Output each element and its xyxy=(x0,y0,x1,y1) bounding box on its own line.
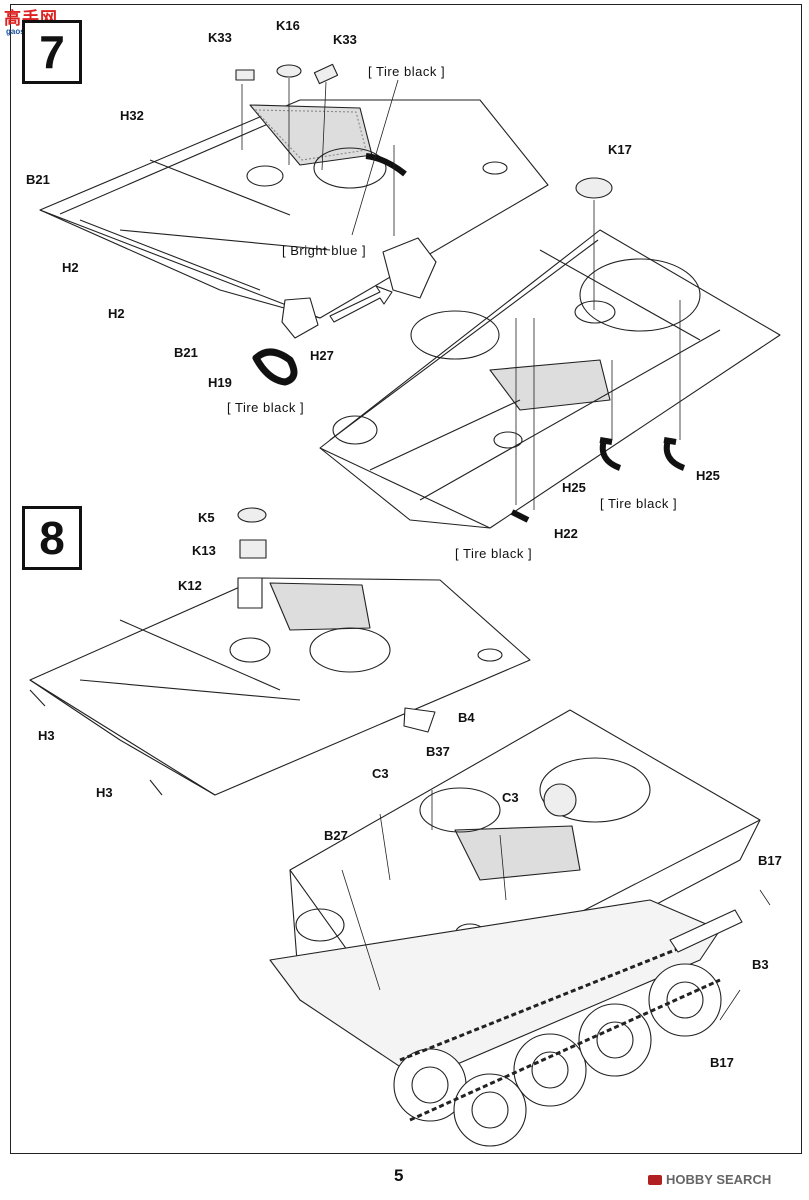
label-k13: K13 xyxy=(192,543,216,558)
note-tire-black-h19: [ Tire black ] xyxy=(227,400,305,415)
note-tire-black-top: [ Tire black ] xyxy=(368,64,446,79)
label-k33-right: K33 xyxy=(333,32,357,47)
label-h22: H22 xyxy=(554,526,578,541)
step8-deck xyxy=(29,577,531,796)
note-bright-blue: [ Bright blue ] xyxy=(282,243,367,258)
label-b17-top: B17 xyxy=(758,853,782,868)
label-h3-bottom: H3 xyxy=(96,785,113,800)
part-k33-left xyxy=(235,69,255,81)
label-b21-bottom: B21 xyxy=(174,345,198,360)
label-c3-right: C3 xyxy=(502,790,519,805)
page-frame xyxy=(10,4,802,1154)
label-b4: B4 xyxy=(458,710,475,725)
step-number-7: 7 xyxy=(22,20,82,84)
label-h27: H27 xyxy=(310,348,334,363)
step8-vehicle xyxy=(269,709,761,1147)
label-k16: K16 xyxy=(276,18,300,33)
watermark: HOBBY SEARCH xyxy=(648,1172,771,1187)
label-b17-bottom: B17 xyxy=(710,1055,734,1070)
label-h3-top: H3 xyxy=(38,728,55,743)
step7-deck-right xyxy=(319,229,781,529)
label-b27: B27 xyxy=(324,828,348,843)
page-number: 5 xyxy=(394,1166,404,1185)
label-h19: H19 xyxy=(208,375,232,390)
note-tire-black-h22: [ Tire black ] xyxy=(455,546,533,561)
hobby-search-logo-icon xyxy=(648,1174,662,1185)
label-h32: H32 xyxy=(120,108,144,123)
step7-deck-left xyxy=(39,99,549,319)
label-h2-left: H2 xyxy=(62,260,79,275)
note-tire-black-h25: [ Tire black ] xyxy=(600,496,678,511)
label-b3: B3 xyxy=(752,957,769,972)
label-k12: K12 xyxy=(178,578,202,593)
label-h25-left: H25 xyxy=(562,480,586,495)
label-b37: B37 xyxy=(426,744,450,759)
label-b21-top: B21 xyxy=(26,172,50,187)
label-k17: K17 xyxy=(608,142,632,157)
step-number-8: 8 xyxy=(22,506,82,570)
watermark-text: HOBBY SEARCH xyxy=(666,1172,772,1187)
label-k33-left: K33 xyxy=(208,30,232,45)
label-c3-left: C3 xyxy=(372,766,389,781)
label-k5: K5 xyxy=(198,510,215,525)
label-h25-right: H25 xyxy=(696,468,720,483)
label-h2-right: H2 xyxy=(108,306,125,321)
